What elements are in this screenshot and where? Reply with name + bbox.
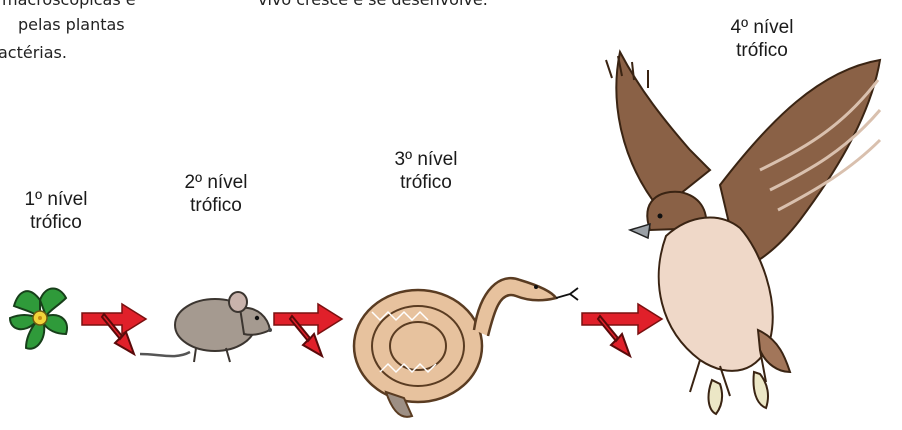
mouse-icon <box>140 292 272 362</box>
arrow-2-icon <box>274 304 342 356</box>
flower-icon <box>10 289 67 349</box>
arrow-1-icon <box>82 304 146 354</box>
arrow-3-icon <box>582 304 662 356</box>
hawk-icon <box>606 52 880 414</box>
snake-icon <box>354 278 578 417</box>
